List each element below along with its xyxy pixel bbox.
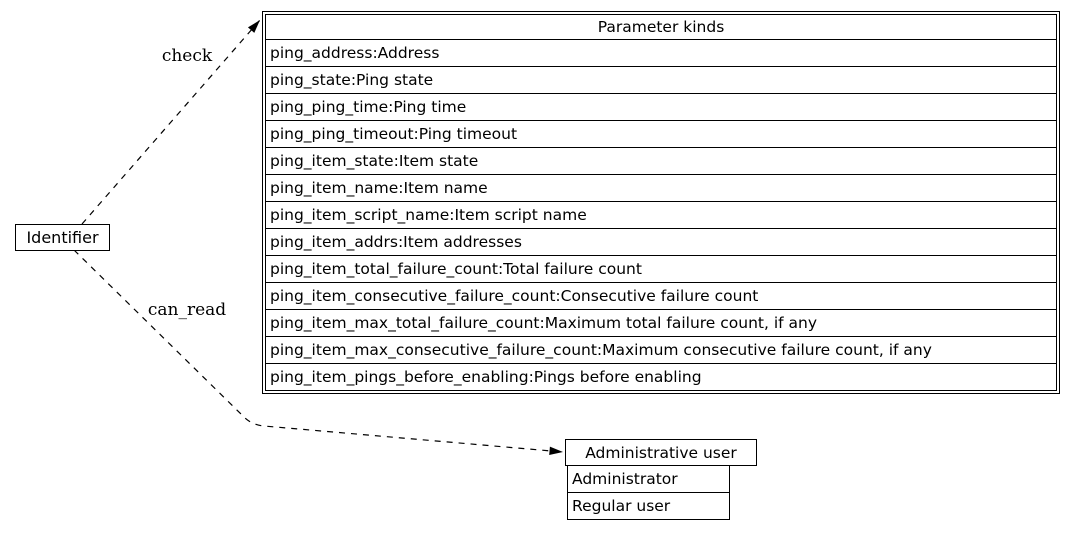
parameter-kinds-table: Parameter kinds ping_address:Address pin…: [262, 11, 1060, 394]
parameter-row: ping_address:Address: [265, 39, 1057, 67]
parameter-row: ping_state:Ping state: [265, 66, 1057, 94]
user-row: Regular user: [567, 492, 730, 520]
edge-label-can-read: can_read: [148, 300, 226, 320]
parameter-row: ping_ping_time:Ping time: [265, 93, 1057, 121]
parameter-row: ping_item_total_failure_count:Total fail…: [265, 255, 1057, 283]
parameter-kinds-title: Parameter kinds: [265, 14, 1057, 40]
edge-check: [81, 19, 261, 225]
parameter-row: ping_item_script_name:Item script name: [265, 201, 1057, 229]
parameter-row: ping_item_consecutive_failure_count:Cons…: [265, 282, 1057, 310]
user-row: Administrator: [567, 465, 730, 493]
parameter-row: ping_item_pings_before_enabling:Pings be…: [265, 363, 1057, 391]
parameter-row: ping_ping_timeout:Ping timeout: [265, 120, 1057, 148]
administrative-user-title: Administrative user: [565, 439, 757, 466]
parameter-row: ping_item_name:Item name: [265, 174, 1057, 202]
administrative-user-table: Administrator Regular user: [567, 465, 730, 520]
parameter-row: ping_item_max_consecutive_failure_count:…: [265, 336, 1057, 364]
identifier-node: Identifier: [15, 224, 110, 251]
parameter-row: ping_item_addrs:Item addresses: [265, 228, 1057, 256]
parameter-row: ping_item_max_total_failure_count:Maximu…: [265, 309, 1057, 337]
parameter-row: ping_item_state:Item state: [265, 147, 1057, 175]
edge-label-check: check: [162, 46, 213, 66]
